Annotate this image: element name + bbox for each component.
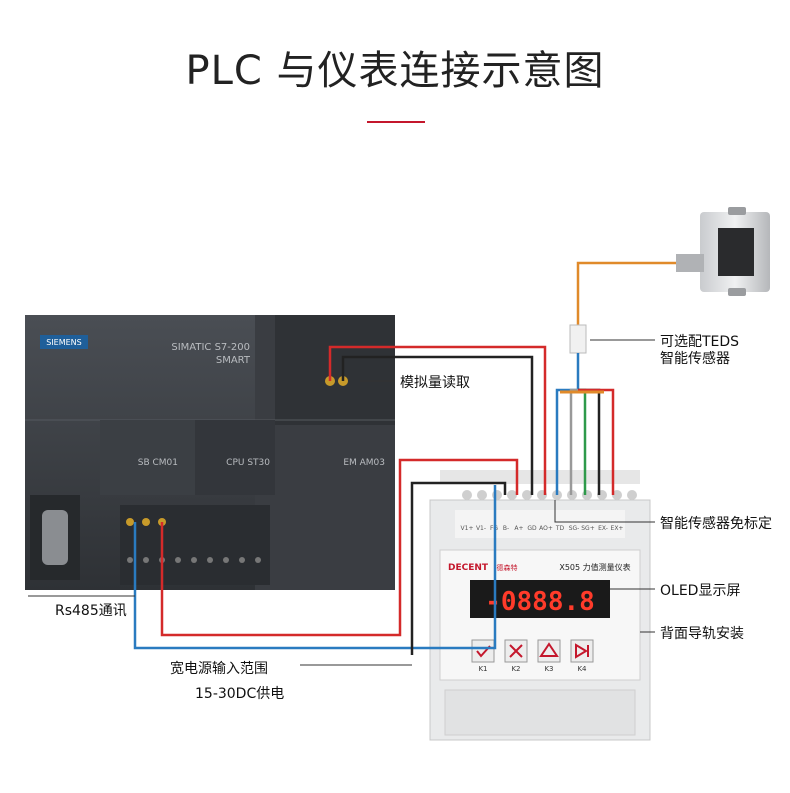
wire-sensor-blue [555,353,580,495]
label-analog-read: 模拟量读取 [400,375,470,391]
title-underline [367,121,425,123]
meter-brand: DECENT [448,563,489,573]
key-label: K1 [478,665,487,673]
cpu-module [195,420,275,495]
db9-connector [42,510,68,565]
label-rs485: Rs485通讯 [55,603,127,619]
terminal-label: SG+ [581,525,595,532]
meter-terminal-strip [455,510,625,538]
leader-smart-sensor [554,500,655,523]
meter-terminal-screws [462,490,637,500]
terminal-label: A+ [514,525,523,532]
meter-keypad: K1 K2 K3 K4 [471,639,594,673]
meter-unit: V1+ V1- FG B- A+ GD AO+ TD SG- SG+ EX- E… [429,470,651,741]
check-icon [476,645,491,658]
wire-sensor-gray [569,388,578,495]
terminal-label: EX- [598,525,608,532]
wires [133,261,676,655]
wire-power-black [410,481,507,655]
terminal-label: SG- [569,525,580,532]
wire-sensor-cable [576,261,676,330]
wire-sensor-red [578,388,615,495]
oled-display [470,580,610,618]
label-smart-sensor: 智能传感器免标定 [660,516,772,532]
wire-rs485-blue [133,485,497,650]
plc-analog-top [275,315,395,425]
label-power-range: 宽电源输入范围 [170,661,268,677]
label-rail: 背面导轨安装 [660,626,744,642]
sensor-cable-gland [676,254,704,272]
triangle-up-icon [539,642,559,657]
terminal-label: EX+ [611,525,624,532]
terminal-label: GD [527,525,537,532]
sensor-slot [718,228,754,276]
sb-cm01-module [100,420,195,495]
plc-module-em: EM AM03 [343,458,385,468]
terminal-label: AO+ [539,525,553,532]
meter-terminal-labels: V1+ V1- FG B- A+ GD AO+ TD SG- SG+ EX- E… [461,525,624,532]
wire-power-red [160,458,519,637]
plc-model-line2: SMART [216,355,251,366]
meter-brand-cn: 德森特 [497,563,518,572]
terminal-label: TD [555,525,565,532]
label-oled: OLED显示屏 [660,583,741,599]
terminal-label: V1+ [461,525,474,532]
page-title: PLC 与仪表连接示意图 [185,48,605,94]
label-teds-sensor: 智能传感器 [660,351,730,367]
key-k1[interactable] [471,639,495,663]
key-k4[interactable] [570,639,594,663]
key-label: K3 [544,665,553,673]
plc-module-cpu: CPU ST30 [226,458,270,468]
cross-icon [509,644,523,658]
display-readout: -0888.8 [485,587,595,617]
plc-brand: SIEMENS [46,338,82,347]
plc-model-line1: SIMATIC S7-200 [171,342,250,353]
key-label: K4 [577,665,587,673]
play-bar-icon [575,643,589,659]
label-power-supply: 15-30DC供电 [195,686,285,702]
key-label: K2 [511,665,520,673]
label-teds: 可选配TEDS [660,334,740,350]
terminal-label: V1- [476,525,486,532]
meter-top-rail [440,470,640,484]
terminal-label: B- [503,525,509,532]
plc-module-cm: SB CM01 [138,458,178,468]
meter-model: X505 力值测量仪表 [559,562,630,572]
plc-unit: SIEMENS SIMATIC S7-200 SMART SB CM01 CPU… [25,315,395,590]
siemens-logo [40,335,88,349]
load-cell-sensor [676,207,770,296]
meter-base [444,689,636,736]
wire-analog-black [341,355,534,495]
cable-splitter [569,324,587,354]
wire-analog-red [328,345,547,495]
callout-leaders [28,339,655,666]
plc-terminal-block [120,505,270,585]
